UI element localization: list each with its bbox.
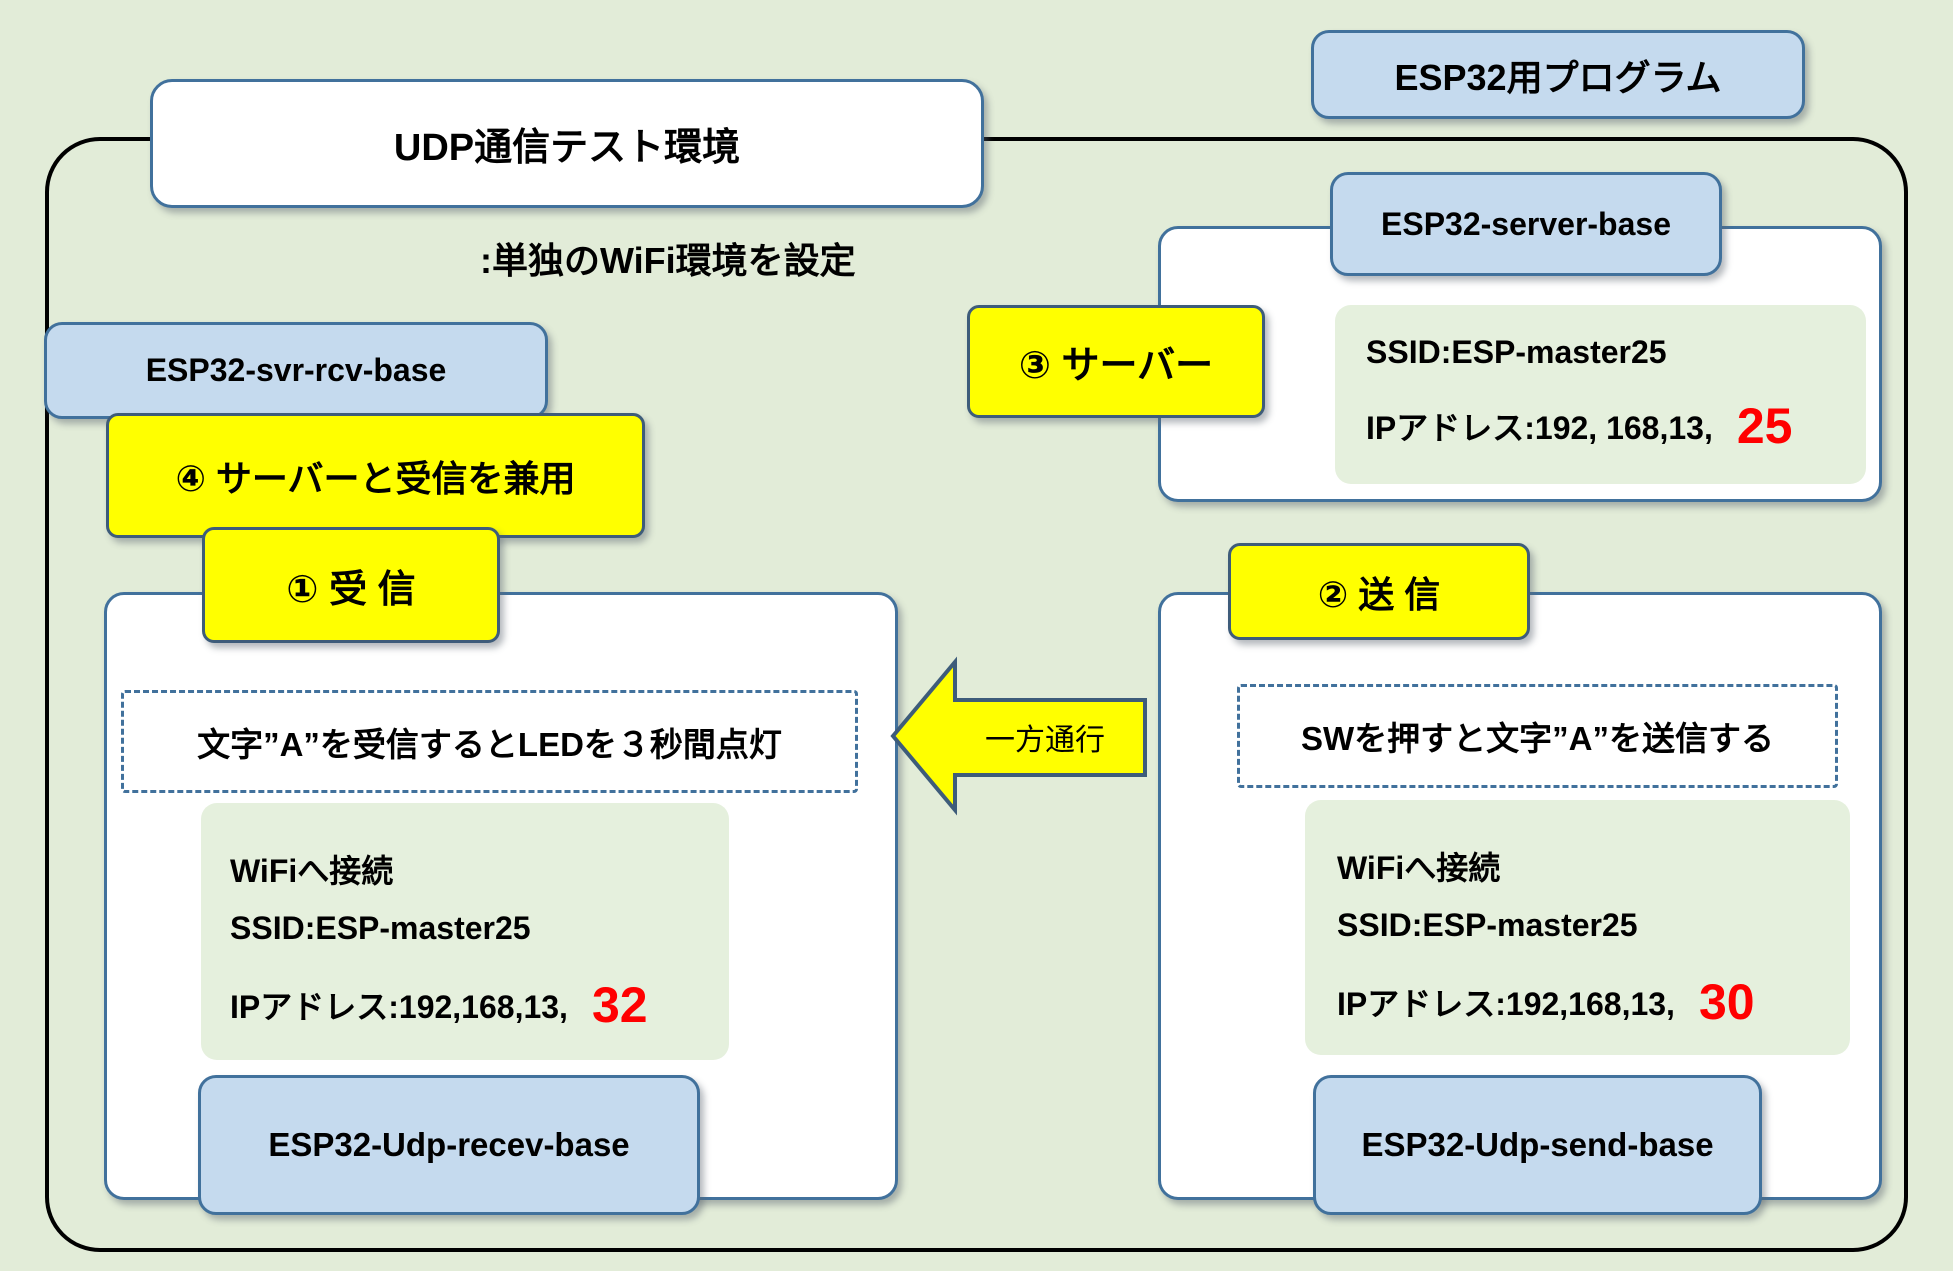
receiver-wifi-info-box bbox=[201, 803, 729, 1060]
receiver-board-label-bottom: ESP32-Udp-recev-base bbox=[268, 1126, 630, 1163]
receiver-role-badge: ① 受 信 bbox=[202, 527, 500, 643]
receiver-board-label-bottom-box: ESP32-Udp-recev-base bbox=[198, 1075, 700, 1215]
sender-role-label: ② 送 信 bbox=[1317, 573, 1441, 615]
server-ip-prefix: IPアドレス:192, 168,13, bbox=[1366, 410, 1713, 446]
frame-title-box: UDP通信テスト環境 bbox=[150, 79, 984, 208]
frame-subtitle: :単独のWiFi環境を設定 bbox=[480, 240, 856, 281]
server-board-label-box: ESP32-server-base bbox=[1330, 172, 1722, 276]
server-board-label: ESP32-server-base bbox=[1381, 205, 1671, 242]
receiver-combined-role-badge: ④ サーバーと受信を兼用 bbox=[106, 413, 645, 538]
sender-ip-prefix: IPアドレス:192,168,13, bbox=[1337, 986, 1675, 1022]
receiver-ssid-line: SSID:ESP-master25 bbox=[230, 910, 531, 946]
program-title-box: ESP32用プログラム bbox=[1311, 30, 1805, 119]
server-ssid-line: SSID:ESP-master25 bbox=[1366, 334, 1667, 370]
sender-wifi-line: WiFiへ接続 bbox=[1337, 850, 1501, 886]
receiver-board-label-top-box: ESP32-svr-rcv-base bbox=[44, 322, 548, 419]
server-ip-line: IPアドレス:192, 168,13, 25 bbox=[1366, 398, 1792, 454]
receiver-wifi-line: WiFiへ接続 bbox=[230, 853, 394, 889]
program-title-label: ESP32用プログラム bbox=[1394, 56, 1722, 98]
server-role-badge: ③ サーバー bbox=[967, 305, 1265, 418]
sender-ip-octet: 30 bbox=[1698, 974, 1755, 1030]
server-ip-octet: 25 bbox=[1736, 398, 1793, 454]
sender-ip-line: IPアドレス:192,168,13, 30 bbox=[1337, 971, 1755, 1033]
receiver-board-label-top: ESP32-svr-rcv-base bbox=[145, 352, 447, 388]
receiver-behavior-box: 文字”A”を受信するとLEDを３秒間点灯 bbox=[121, 690, 858, 793]
server-role-label: ③ サーバー bbox=[1018, 345, 1214, 387]
sender-board-label-bottom: ESP32-Udp-send-base bbox=[1361, 1126, 1714, 1163]
sender-ssid-line: SSID:ESP-master25 bbox=[1337, 907, 1638, 943]
receiver-ip-line: IPアドレス:192,168,13, 32 bbox=[230, 974, 648, 1036]
receiver-combined-role-label: ④ サーバーと受信を兼用 bbox=[175, 457, 576, 499]
receiver-behavior-text: 文字”A”を受信するとLEDを３秒間点灯 bbox=[197, 725, 782, 763]
sender-wifi-info-box bbox=[1305, 800, 1850, 1055]
sender-behavior-box: SWを押すと文字”A”を送信する bbox=[1237, 684, 1838, 788]
server-wifi-info-box bbox=[1335, 305, 1866, 484]
receiver-ip-octet: 32 bbox=[591, 977, 648, 1033]
frame-title: UDP通信テスト環境 bbox=[393, 127, 741, 169]
receiver-ip-prefix: IPアドレス:192,168,13, bbox=[230, 989, 568, 1025]
sender-role-badge: ② 送 信 bbox=[1228, 543, 1530, 640]
sender-board-label-bottom-box: ESP32-Udp-send-base bbox=[1313, 1075, 1762, 1215]
receiver-role-label: ① 受 信 bbox=[286, 568, 416, 611]
sender-behavior-text: SWを押すと文字”A”を送信する bbox=[1301, 720, 1774, 757]
one-way-arrow-label: 一方通行 bbox=[985, 724, 1105, 757]
